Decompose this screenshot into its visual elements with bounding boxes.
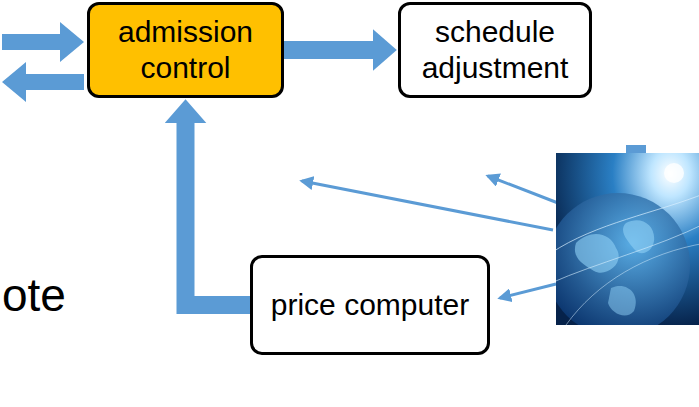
feedback-arrow	[500, 284, 556, 298]
flow-arrow	[186, 122, 251, 305]
flow-arrow	[284, 41, 374, 59]
process-box: admission control	[87, 2, 284, 98]
process-box: schedule adjustment	[398, 2, 592, 98]
process-box: price computer	[250, 255, 490, 355]
partial-slide-text: ote	[2, 268, 66, 322]
globe-picture	[556, 153, 699, 325]
box-label: price computer	[271, 287, 469, 323]
box-label: admission control	[98, 14, 273, 86]
feedback-arrow	[488, 176, 558, 203]
input-arrow	[2, 22, 84, 62]
feedback-arrow	[302, 181, 553, 230]
box-label: schedule adjustment	[409, 14, 581, 86]
output-arrow	[2, 62, 84, 102]
